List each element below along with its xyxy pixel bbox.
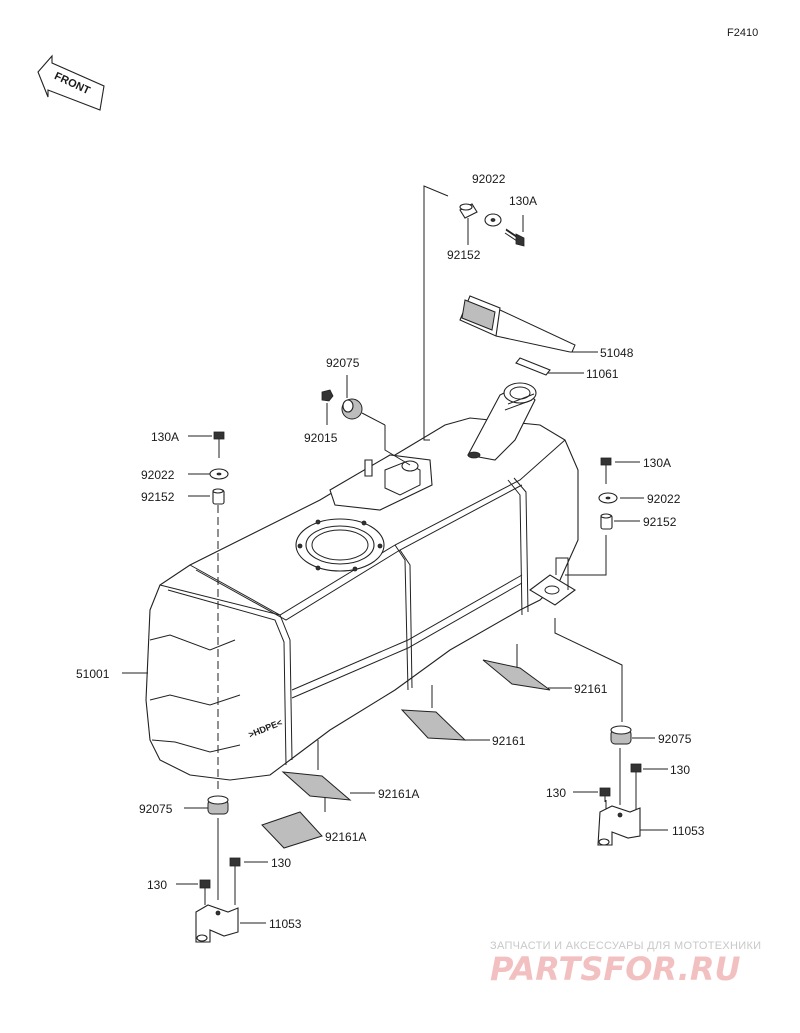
- bolt-130-left-a: [229, 857, 241, 872]
- label-130A-top: 130A: [509, 194, 537, 208]
- label-11053-left: 11053: [269, 917, 302, 931]
- label-92022-right: 92022: [647, 492, 681, 506]
- label-92152-left: 92152: [141, 490, 175, 504]
- bolt-130-right-a: [630, 763, 642, 780]
- label-92015: 92015: [304, 431, 338, 445]
- pad-92161-mid: [400, 709, 467, 741]
- label-130-right-b: 130: [546, 786, 566, 800]
- watermark-line2: PARTSFOR.RU: [490, 950, 740, 988]
- label-130-left-b: 130: [147, 878, 167, 892]
- label-92075-left: 92075: [139, 802, 173, 816]
- grommet-92075-right: [610, 725, 632, 745]
- label-92022-top: 92022: [472, 172, 506, 186]
- bolt-130A-left: [213, 431, 225, 458]
- watermark-line1: ЗАПЧАСТИ И АКСЕССУАРЫ ДЛЯ МОТОТЕХНИКИ: [490, 940, 761, 952]
- label-92161A-lower: 92161A: [325, 830, 366, 844]
- bolt-130A-top: [504, 228, 525, 247]
- bolt-130-right-b: [599, 787, 611, 802]
- label-11053-right: 11053: [672, 824, 705, 838]
- gasket-11061: [515, 357, 551, 376]
- bolt-130-left-b: [199, 879, 211, 894]
- label-92022-left: 92022: [141, 468, 175, 482]
- label-11061: 11061: [586, 367, 619, 381]
- bracket-11053-right: [597, 805, 641, 846]
- front-arrow-icon: FRONT: [37, 54, 105, 111]
- label-92075-right: 92075: [658, 732, 692, 746]
- bracket-11053-left: [195, 904, 239, 943]
- label-plate-51048: [459, 295, 576, 353]
- figure-code: F2410: [727, 27, 758, 39]
- grommet-92075-left: [207, 795, 229, 815]
- pad-92161A-lower: [261, 811, 323, 849]
- label-130-right-a: 130: [670, 763, 690, 777]
- grommet-92075-mid: [341, 398, 363, 420]
- leader-lines: [122, 185, 668, 924]
- label-130A-left: 130A: [151, 430, 179, 444]
- pad-92161-right: [482, 659, 551, 691]
- label-130A-right: 130A: [643, 456, 671, 470]
- label-130-left-a: 130: [271, 856, 291, 870]
- label-92075-mid: 92075: [326, 356, 360, 370]
- collar-92152-right: [600, 513, 613, 530]
- collar-92152-top: [459, 203, 478, 219]
- label-92152-right: 92152: [643, 515, 677, 529]
- fuel-tank: >HDPE<: [145, 382, 579, 790]
- nut-92015: [321, 389, 334, 402]
- collar-92152-left: [212, 488, 225, 505]
- label-92152-top: 92152: [447, 248, 481, 262]
- bolt-130A-right: [600, 457, 612, 484]
- label-92161-right: 92161: [574, 682, 608, 696]
- label-51001: 51001: [76, 667, 110, 681]
- label-92161-mid: 92161: [492, 734, 526, 748]
- label-92161A-upper: 92161A: [378, 787, 419, 801]
- label-51048: 51048: [600, 346, 634, 360]
- pad-92161A-upper: [281, 771, 352, 801]
